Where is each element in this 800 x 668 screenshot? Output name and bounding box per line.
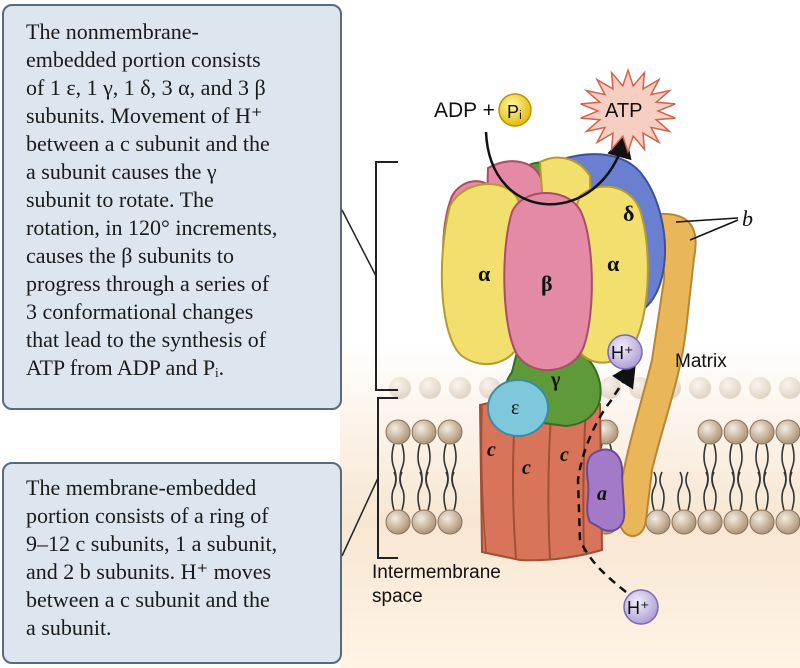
callout-line: The nonmembrane-	[26, 19, 199, 44]
c-label-3: c	[560, 444, 569, 466]
beta-label: β	[541, 271, 553, 296]
leader-bottom	[341, 477, 379, 557]
lipid-tail	[651, 471, 657, 511]
lipid-head	[645, 509, 671, 535]
b-label: b	[742, 206, 753, 231]
delta-label: δ	[623, 201, 634, 226]
lipid-tail	[755, 471, 761, 511]
lipid-head	[697, 509, 723, 535]
lipid-tail	[417, 471, 423, 511]
adp-label: ADP +	[434, 99, 495, 122]
pi-ball	[498, 93, 532, 127]
matrix-label: Matrix	[675, 351, 727, 372]
rotation-arrow	[484, 131, 632, 206]
callout-nonmembrane-portion: The nonmembrane- embedded portion consis…	[2, 4, 342, 410]
callout-line: and 2 b subunits. H⁺ moves	[26, 559, 272, 584]
lipid-head	[411, 509, 437, 535]
h-plus-ball-matrix	[607, 334, 643, 370]
lipid-head	[411, 419, 437, 445]
a-label: a	[597, 483, 607, 505]
lipid-head	[449, 377, 471, 399]
h-plus-path	[576, 361, 637, 593]
lipid-tail	[443, 471, 449, 511]
epsilon-label: ε	[511, 397, 519, 419]
epsilon-subunit	[487, 379, 549, 437]
lipid-tail	[711, 471, 717, 511]
lipid-tail	[703, 471, 709, 511]
lipid-tail	[391, 471, 397, 511]
c-label-1: c	[487, 439, 496, 461]
lipid-tail	[737, 471, 743, 511]
lipid-tail	[781, 471, 787, 511]
lipid-head	[779, 377, 800, 399]
lipid-head	[749, 419, 775, 445]
lipid-head	[419, 377, 441, 399]
callout-line: a subunit.	[26, 615, 112, 640]
lipid-tail	[677, 471, 683, 511]
callout-line: subunits. Movement of H⁺	[26, 103, 263, 128]
callout-line: between a c subunit and the	[26, 587, 270, 612]
c-label-2: c	[522, 457, 531, 479]
b-leader-2	[689, 219, 739, 241]
h-plus-label-matrix: H⁺	[611, 343, 634, 363]
callout-membrane-portion: The membrane-embedded portion consists o…	[2, 462, 342, 664]
atp-label: ATP	[605, 100, 642, 122]
lipid-head	[689, 377, 711, 399]
lipid-head	[775, 509, 800, 535]
leader-top	[341, 209, 377, 277]
lipid-tail	[763, 471, 769, 511]
lipid-head	[723, 419, 749, 445]
lipid-head	[749, 509, 775, 535]
lipid-head	[775, 419, 800, 445]
callout-line: causes the β subunits to	[26, 243, 234, 268]
lipid-head	[437, 509, 463, 535]
lipid-head	[697, 419, 723, 445]
callout-line: rotation, in 120° increments,	[26, 215, 278, 240]
alpha-label-right: α	[607, 251, 620, 276]
lipid-head	[719, 377, 741, 399]
intermembrane-label-line2: space	[372, 586, 423, 607]
lipid-tail	[399, 471, 405, 511]
membrane-lipid-bilayer	[385, 419, 800, 535]
callout-line: 3 conformational changes	[26, 299, 254, 324]
callout-line: subunit to rotate. The	[26, 187, 214, 212]
callout-line: of 1 ε, 1 γ, 1 δ, 3 α, and 3 β	[26, 75, 266, 100]
lipid-tail	[451, 471, 457, 511]
callout-line: progress through a series of	[26, 271, 270, 296]
lipid-tail	[729, 471, 735, 511]
pi-label: Pᵢ	[507, 102, 522, 122]
callout-line: embedded portion consists	[26, 47, 261, 72]
callout-line: a subunit causes the γ	[26, 159, 217, 184]
beta-subunit	[503, 192, 593, 372]
lipid-tail	[685, 471, 691, 511]
callout-line: that lead to the synthesis of	[26, 327, 267, 352]
callout-line: The membrane-embedded	[26, 475, 257, 500]
lipid-head	[385, 419, 411, 445]
lipid-tail	[425, 471, 431, 511]
lipid-head	[671, 509, 697, 535]
callout-line: ATP from ADP and Pᵢ.	[26, 355, 225, 380]
lipid-head	[437, 419, 463, 445]
gamma-label: γ	[550, 369, 561, 391]
alpha-label-left: α	[478, 261, 491, 286]
a-subunit	[586, 448, 626, 532]
callout-line: portion consists of a ring of	[26, 503, 269, 528]
callout-line: 9–12 c subunits, 1 a subunit,	[26, 531, 278, 556]
callout-line: between a c subunit and the	[26, 131, 270, 156]
lipid-tail	[659, 471, 665, 511]
lipid-head	[385, 509, 411, 535]
h-plus-label-intermembrane: H⁺	[627, 598, 650, 618]
atp-burst	[580, 67, 676, 155]
h-plus-ball-intermembrane	[623, 589, 659, 625]
lipid-tail	[789, 471, 795, 511]
lipid-head	[389, 377, 411, 399]
lipid-head	[749, 377, 771, 399]
intermembrane-label-line1: Intermembrane	[372, 562, 501, 583]
lipid-head	[723, 509, 749, 535]
b-leader-1	[675, 217, 739, 223]
